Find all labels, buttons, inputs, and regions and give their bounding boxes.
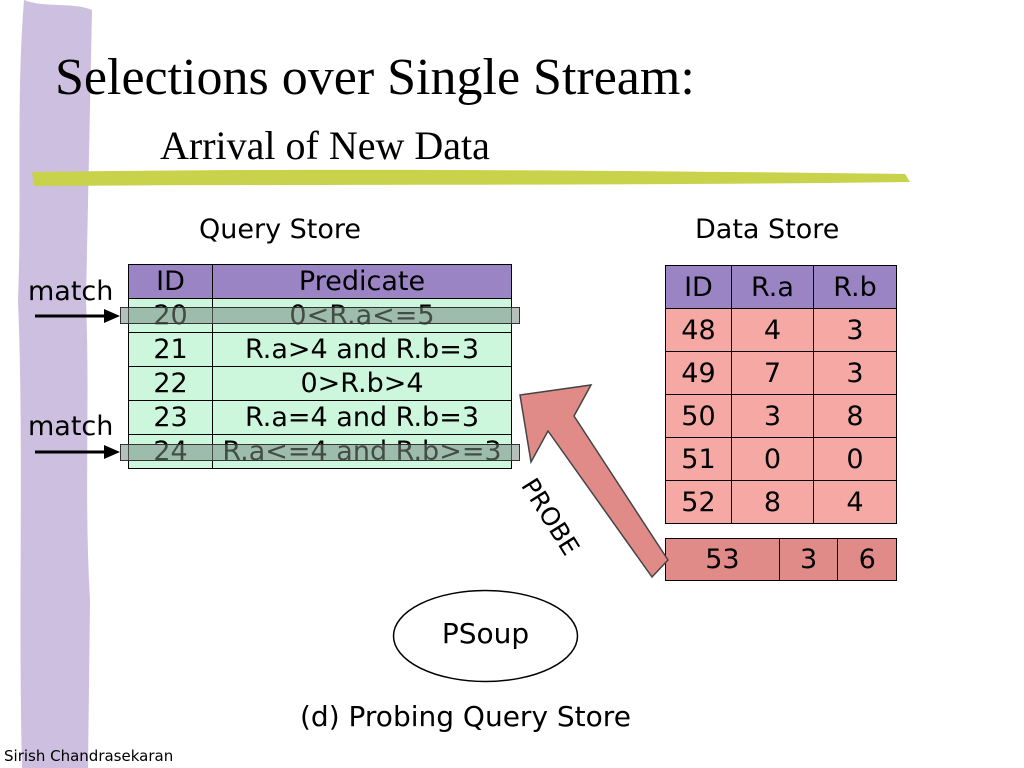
query-header-row: ID Predicate [128, 264, 512, 299]
query-store-table: ID Predicate 20 0<R.a<=5 21 R.a>4 and R.… [128, 264, 512, 469]
data-cell: 8 [730, 480, 814, 524]
new-data-row: 53 3 6 [665, 538, 897, 581]
slide-subtitle: Arrival of New Data [160, 123, 490, 168]
data-cell: 4 [812, 480, 898, 524]
query-id: 21 [128, 332, 213, 367]
query-header-id: ID [128, 264, 213, 299]
data-row: 49 7 3 [665, 351, 898, 395]
query-row: 22 0>R.b>4 [128, 366, 512, 401]
data-row: 50 3 8 [665, 394, 898, 438]
query-id: 23 [128, 400, 213, 435]
data-cell: 3 [730, 394, 814, 438]
data-cell: 50 [665, 394, 732, 438]
query-predicate: 0>R.b>4 [212, 366, 512, 401]
match-highlight-24 [120, 444, 520, 461]
data-cell: 51 [665, 437, 732, 481]
query-predicate: R.a>4 and R.b=3 [212, 332, 512, 367]
author-footer: Sirish Chandrasekaran [4, 747, 174, 765]
data-row: 48 4 3 [665, 308, 898, 352]
slide-title: Selections over Single Stream: [55, 49, 695, 106]
data-cell: 0 [730, 437, 814, 481]
data-cell: 49 [665, 351, 732, 395]
data-store-label: Data Store [695, 214, 840, 245]
psoup-label: PSoup [441, 617, 530, 650]
query-id: 22 [128, 366, 213, 401]
query-store-label: Query Store [199, 214, 361, 245]
data-cell: 7 [730, 351, 814, 395]
psoup-ellipse [392, 589, 579, 683]
data-row: 52 8 4 [665, 480, 898, 524]
data-store-table: ID R.a R.b 48 4 3 49 7 3 50 3 8 51 0 0 5… [665, 265, 898, 524]
new-data-row-table: 53 3 6 [665, 538, 897, 581]
data-header-ra: R.a [730, 265, 814, 309]
new-data-cell: 53 [665, 538, 780, 581]
match-highlight-20 [120, 307, 520, 324]
match-label: match [28, 276, 114, 307]
data-row: 51 0 0 [665, 437, 898, 481]
data-header-row: ID R.a R.b [665, 265, 898, 309]
data-cell: 8 [812, 394, 898, 438]
data-cell: 4 [730, 308, 814, 352]
figure-caption: (d) Probing Query Store [300, 700, 631, 733]
query-row: 23 R.a=4 and R.b=3 [128, 400, 512, 435]
data-cell: 0 [812, 437, 898, 481]
data-header-rb: R.b [812, 265, 898, 309]
match-label: match [28, 411, 114, 442]
data-cell: 48 [665, 308, 732, 352]
data-cell: 3 [812, 351, 898, 395]
new-data-cell: 3 [778, 538, 839, 581]
data-cell: 52 [665, 480, 732, 524]
query-header-predicate: Predicate [212, 264, 512, 299]
data-cell: 3 [812, 308, 898, 352]
new-data-cell: 6 [837, 538, 897, 581]
query-predicate: R.a=4 and R.b=3 [212, 400, 512, 435]
query-row: 21 R.a>4 and R.b=3 [128, 332, 512, 367]
data-header-id: ID [665, 265, 732, 309]
left-decorative-bar [18, 0, 92, 768]
